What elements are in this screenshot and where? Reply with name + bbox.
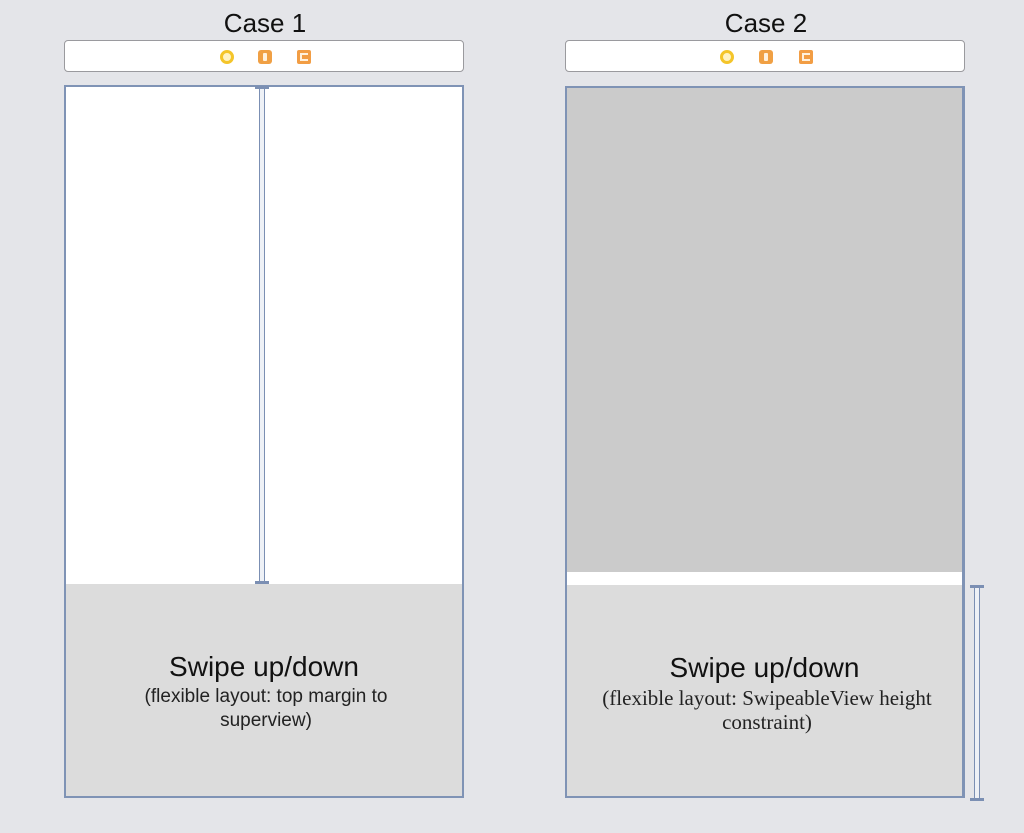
view-controller-icon[interactable] [720,50,734,64]
swipe-subtitle: (flexible layout: top margin to supervie… [144,686,388,731]
case-2-panel: Case 2 Swipe up/down (flexible layout: S… [565,0,967,833]
background-view [567,88,962,572]
top-margin-constraint[interactable] [255,86,269,584]
first-responder-icon[interactable] [759,50,773,64]
view-controller-icon[interactable] [220,50,234,64]
swipeable-view[interactable]: Swipe up/down (flexible layout: Swipeabl… [567,585,962,796]
constraint-cap-top [970,585,984,588]
case-title: Case 1 [223,8,307,38]
height-constraint[interactable] [970,585,984,801]
first-responder-icon[interactable] [258,50,272,64]
exit-icon[interactable] [799,50,813,64]
exit-icon[interactable] [297,50,311,64]
case-title: Case 2 [724,8,808,38]
scene-dock[interactable] [565,40,965,72]
swipeable-view[interactable]: Swipe up/down (flexible layout: top marg… [66,584,462,796]
constraint-cap-bottom [970,798,984,801]
constraint-bar [259,86,265,584]
scene-dock[interactable] [64,40,464,72]
constraint-cap-bottom [255,581,269,584]
swipe-title: Swipe up/down [669,652,860,683]
constraint-cap-top [255,86,269,89]
view-controller-screen[interactable]: Swipe up/down (flexible layout: Swipeabl… [565,86,965,798]
swipe-title: Swipe up/down [169,651,359,682]
swipe-subtitle: (flexible layout: SwipeableView height c… [602,686,932,734]
constraint-bar [974,585,980,801]
